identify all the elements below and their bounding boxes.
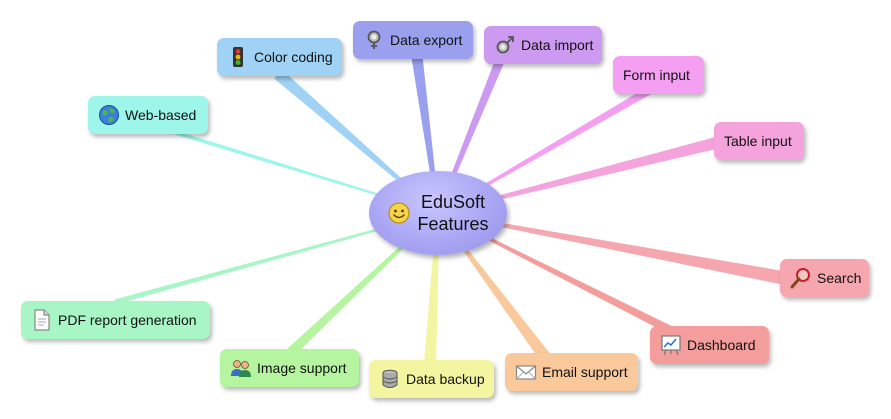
node-pdf-report-generation[interactable]: PDF report generation <box>21 301 210 339</box>
male-symbol-icon <box>494 34 516 56</box>
female-symbol-icon <box>363 29 385 51</box>
node-data-import-label: Data import <box>521 37 594 53</box>
users-icon <box>230 357 252 379</box>
node-search-label: Search <box>817 270 862 286</box>
node-data-import[interactable]: Data import <box>484 26 602 64</box>
node-image-support-label: Image support <box>257 360 347 376</box>
node-table-input-label: Table input <box>724 133 792 149</box>
document-icon <box>31 309 53 331</box>
node-data-export-label: Data export <box>390 32 463 48</box>
node-web-based[interactable]: Web-based <box>88 96 208 134</box>
node-dashboard-label: Dashboard <box>687 337 756 353</box>
node-form-input-label: Form input <box>623 67 690 83</box>
node-table-input[interactable]: Table input <box>714 122 804 160</box>
magnifier-icon <box>790 267 812 289</box>
node-form-input[interactable]: Form input <box>613 56 704 94</box>
node-pdf-report-generation-label: PDF report generation <box>58 312 197 328</box>
central-topic-title: EduSoft Features <box>417 191 488 235</box>
node-image-support[interactable]: Image support <box>220 349 359 387</box>
globe-icon <box>98 104 120 126</box>
connector-web-based <box>169 129 439 214</box>
connector-pdf-report <box>114 212 439 305</box>
central-topic-line-1: EduSoft <box>420 192 486 212</box>
node-search[interactable]: Search <box>780 259 869 297</box>
envelope-icon <box>515 361 537 383</box>
connector-search <box>437 212 802 288</box>
node-web-based-label: Web-based <box>125 107 197 123</box>
database-icon <box>379 368 401 390</box>
node-email-support[interactable]: Email support <box>505 353 638 391</box>
connector-table-input <box>437 137 718 214</box>
node-data-backup-label: Data backup <box>406 371 485 387</box>
node-color-coding-label: Color coding <box>254 49 333 65</box>
connector-data-export <box>409 41 440 214</box>
central-topic[interactable]: EduSoft Features <box>369 171 507 255</box>
node-data-backup[interactable]: Data backup <box>369 360 494 398</box>
node-data-export[interactable]: Data export <box>353 21 473 59</box>
chart-board-icon <box>660 334 682 356</box>
node-email-support-label: Email support <box>542 364 628 380</box>
node-color-coding[interactable]: Color coding <box>217 38 342 76</box>
traffic-light-icon <box>227 46 249 68</box>
node-dashboard[interactable]: Dashboard <box>650 326 769 364</box>
connector-form-input <box>437 86 652 214</box>
central-topic-line-2: Features <box>417 214 489 234</box>
smiley-icon <box>387 201 411 225</box>
connector-dashboard <box>437 212 692 344</box>
